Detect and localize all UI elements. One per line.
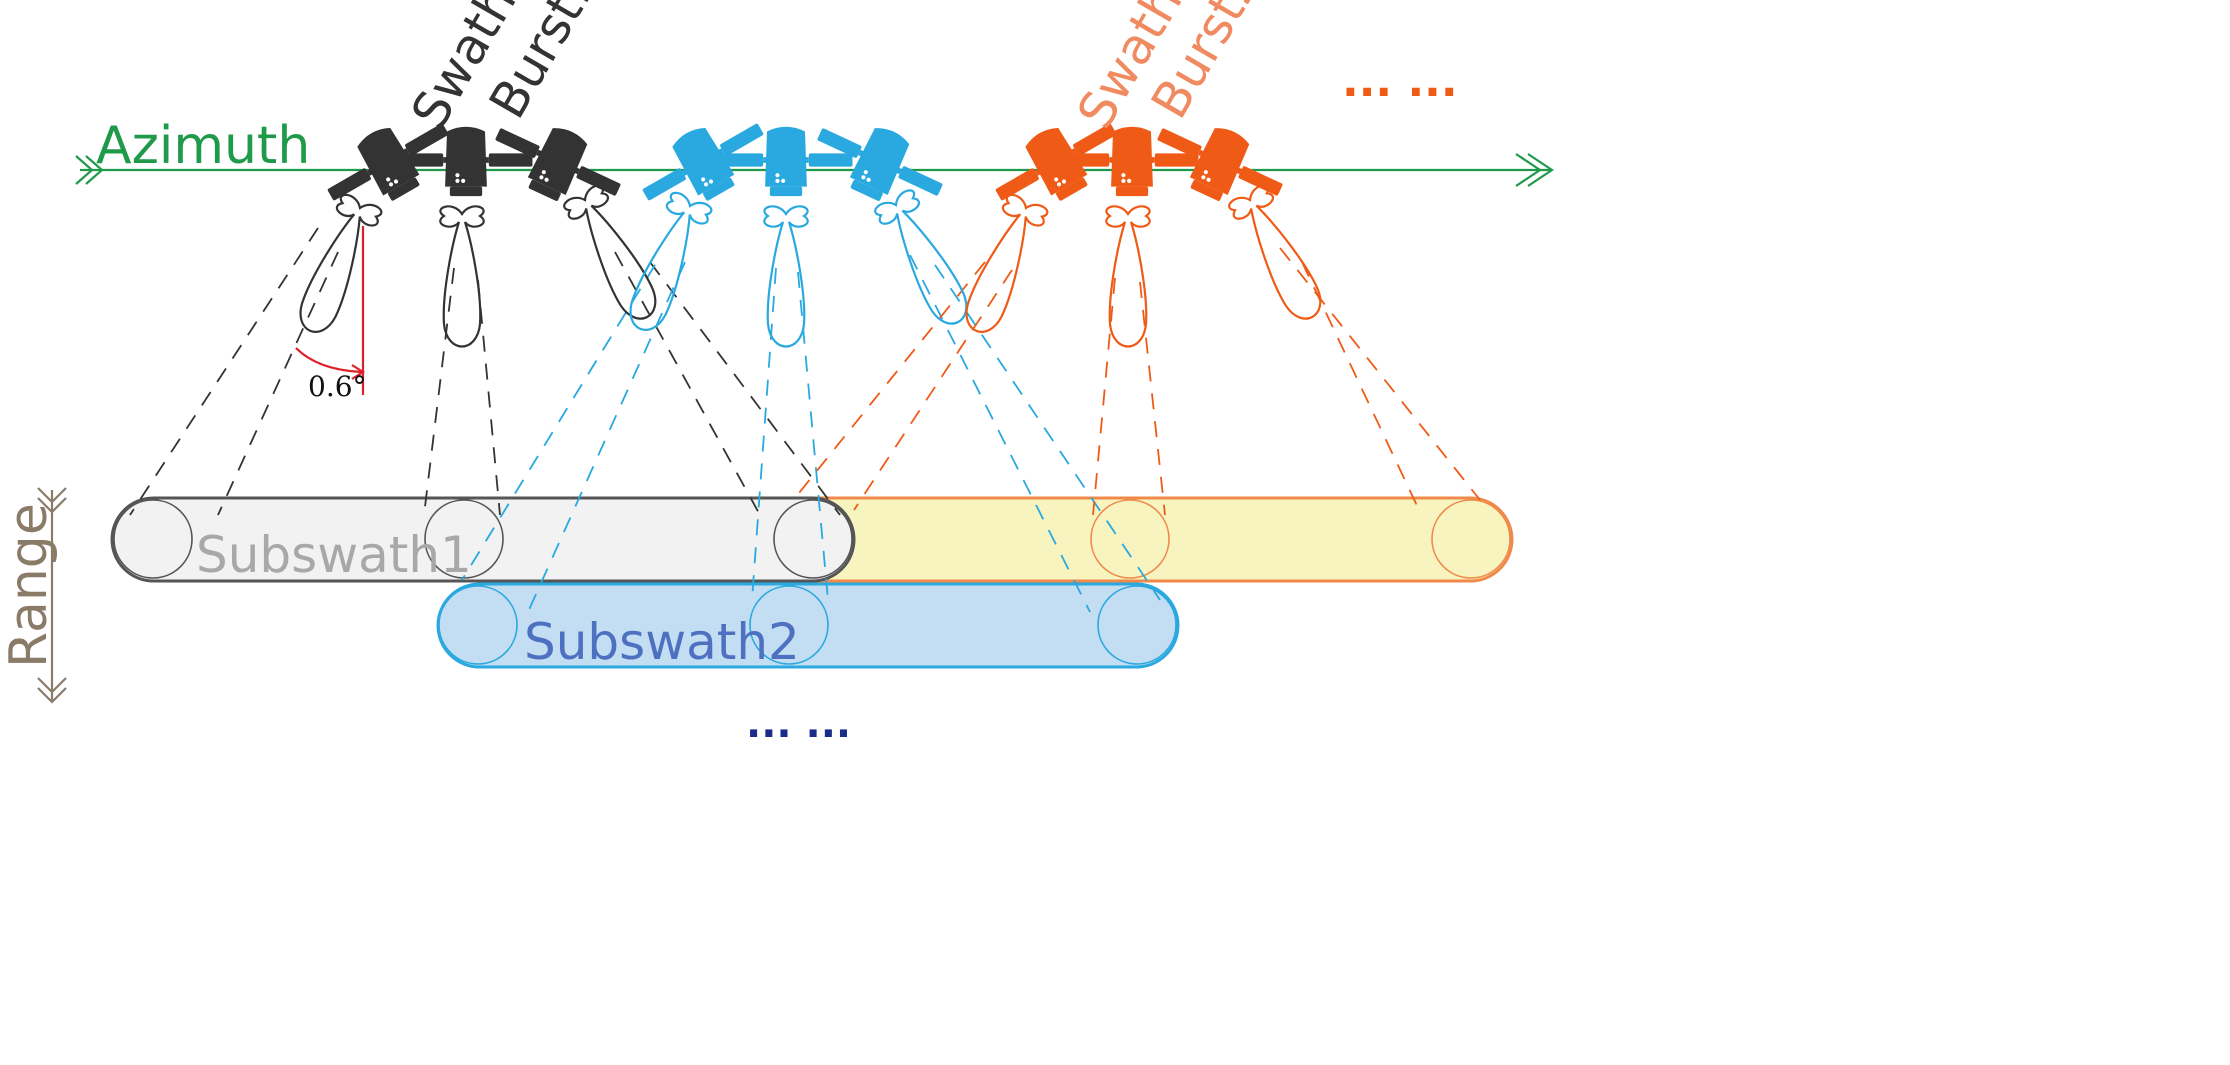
burst1-beams <box>289 181 668 348</box>
arrow-head-icon <box>37 677 67 704</box>
bottom-ellipsis: ... ... <box>746 701 851 747</box>
subswath1-strip <box>110 496 856 583</box>
subswath1-label: Subswath1 <box>196 526 472 584</box>
azimuth-label: Azimuth <box>96 116 310 176</box>
azimuth-axis <box>75 153 1554 187</box>
burst3-footprint-lines <box>794 247 1481 516</box>
antenna-beam-icon <box>1226 181 1333 329</box>
subswath2-label: Subswath2 <box>524 613 800 671</box>
burst2-footprint-lines <box>461 254 1161 613</box>
subswath2-strip <box>436 582 1180 669</box>
antenna-beam-icon <box>561 181 668 329</box>
arrow-head-icon <box>75 155 104 185</box>
burst1-footprint-lines <box>129 227 841 516</box>
antenna-beam-icon <box>619 189 715 339</box>
burst2-beams <box>619 186 979 348</box>
top-ellipsis: ... ... <box>1342 56 1458 107</box>
angle-marker <box>295 226 366 395</box>
arrow-head-icon <box>1515 153 1554 187</box>
range-label: Range <box>0 503 59 668</box>
range-axis <box>37 487 67 704</box>
angle-label: 0.6° <box>308 370 367 403</box>
antenna-beam-icon <box>872 186 979 334</box>
antenna-beam-icon <box>289 191 385 341</box>
antenna-beam-icon <box>1105 205 1151 348</box>
subswath3-strip <box>770 496 1514 583</box>
arrow-head-icon <box>37 487 67 514</box>
antenna-beam-icon <box>763 205 809 348</box>
